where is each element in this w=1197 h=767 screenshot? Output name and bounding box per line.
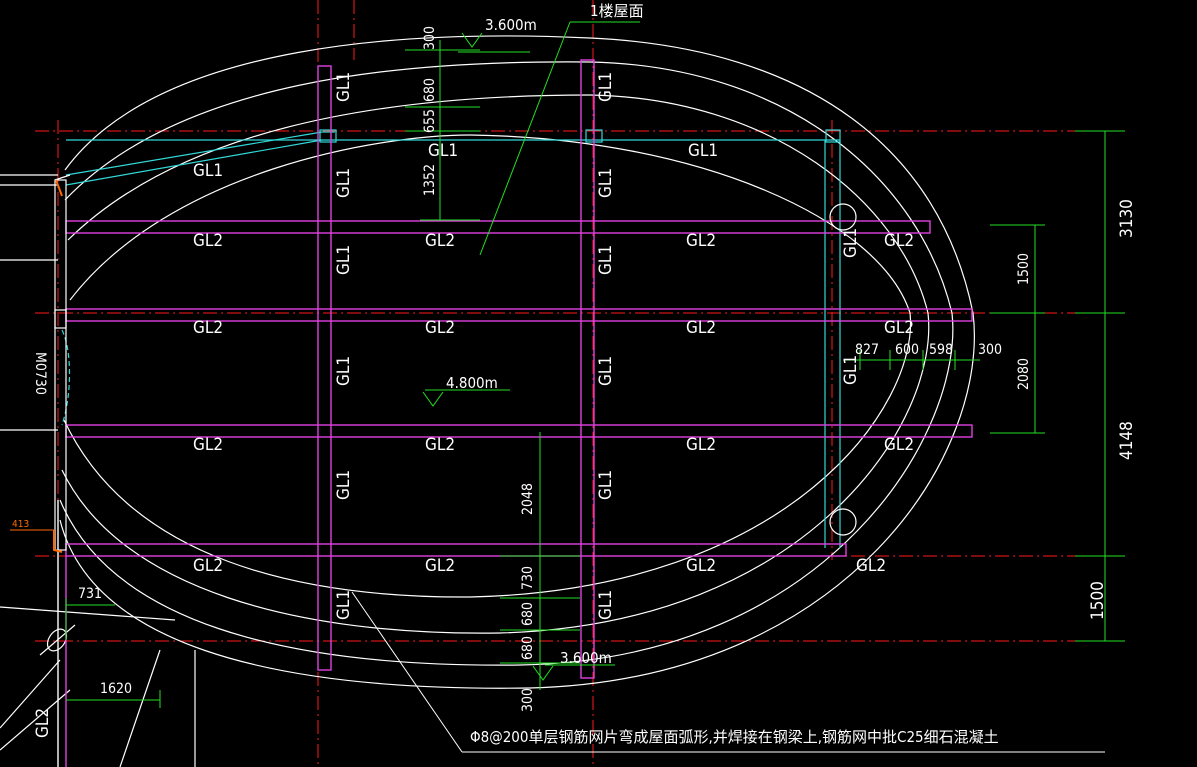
cyan-frame: [61, 129, 841, 548]
elevation-markers: [422, 32, 554, 681]
beam-label: GL2: [425, 556, 455, 576]
beam-label: GL1: [688, 141, 718, 161]
beam-label: GL1: [596, 470, 616, 500]
dim-text: 300: [520, 688, 536, 712]
dim-text: 680: [520, 636, 536, 660]
beam-label: GL2: [425, 318, 455, 338]
dim-text: 731: [78, 586, 102, 602]
dimension-lines: [65, 21, 1125, 708]
title-note: 1楼屋面: [590, 2, 644, 20]
dim-text: 655: [422, 109, 438, 133]
elevation-mid: 4.800m: [446, 374, 498, 392]
dim-text: 2080: [1016, 358, 1032, 390]
dim-text: 730: [520, 566, 536, 590]
elevation-top: 3.600m: [485, 16, 537, 34]
beam-label: GL2: [884, 231, 914, 251]
beam-label: GL1: [428, 141, 458, 161]
beam-label: GL1: [334, 245, 354, 275]
dims-right: 3130 4148 1500 1500 2080: [1016, 199, 1137, 620]
column-circles: [829, 203, 857, 536]
dim-text: 1352: [422, 164, 438, 196]
beam-label: GL1: [334, 356, 354, 386]
beam-label: GL2: [686, 231, 716, 251]
beam-label: GL1: [334, 470, 354, 500]
door-code: M0730: [32, 352, 48, 395]
dim-text: 300: [422, 26, 438, 50]
dim-text: 1500: [1016, 253, 1032, 285]
marker-code: 413: [12, 519, 29, 530]
dims-horizontal: 827 600 598 300 731 1620: [78, 342, 1002, 697]
dim-text: 3130: [1117, 199, 1137, 238]
beam-label: GL2: [193, 556, 223, 576]
beam-label: GL2: [425, 435, 455, 455]
dim-text: 4148: [1117, 421, 1137, 460]
beam-label: GL2: [193, 231, 223, 251]
beam-label: GL2: [33, 708, 53, 738]
left-wall: [54, 174, 71, 551]
beam-label: GL2: [686, 318, 716, 338]
beam-label: GL2: [884, 435, 914, 455]
dim-text: 680: [520, 602, 536, 626]
beam-label: GL2: [193, 318, 223, 338]
dims-top-vertical: 300 680 655 1352: [422, 26, 438, 196]
beam-label: GL2: [856, 556, 886, 576]
orange-markers: [10, 179, 63, 553]
beam-label: GL2: [193, 435, 223, 455]
beam-label: GL1: [193, 161, 223, 181]
dim-text: 600: [895, 342, 919, 358]
oval-outlines: [0, 35, 975, 767]
gl2-labels: GL2 GL2 GL2 GL2 GL2 GL2 GL2 GL2 GL2 GL2 …: [193, 231, 914, 576]
note-leader: [351, 591, 1105, 753]
dims-bottom-vertical: 2048 730 680 680 300: [520, 483, 536, 712]
beam-label: GL1: [841, 355, 861, 385]
beam-label: GL1: [334, 590, 354, 620]
dim-text: 300: [978, 342, 1002, 358]
gl1-vertical-labels: GL1 GL1 GL1 GL1 GL1 GL1 GL1 GL1 GL1 GL1 …: [33, 72, 861, 738]
beam-label: GL1: [596, 168, 616, 198]
beam-label: GL1: [334, 168, 354, 198]
dim-text: 827: [855, 342, 879, 358]
beam-label: GL1: [596, 590, 616, 620]
dim-text: 1500: [1088, 581, 1108, 620]
beam-label: GL1: [334, 72, 354, 102]
dim-text: 680: [422, 78, 438, 102]
gl1-labels: GL1 GL1 GL1: [193, 141, 718, 181]
beam-label: GL2: [884, 318, 914, 338]
beam-label: GL2: [686, 435, 716, 455]
elevation-bottom: 3.600m: [560, 649, 612, 667]
beam-label: GL1: [596, 356, 616, 386]
beam-label: GL1: [596, 72, 616, 102]
beam-label: GL1: [841, 228, 861, 258]
beam-label: GL1: [596, 245, 616, 275]
dim-text: 2048: [520, 483, 536, 515]
dim-text: 1620: [100, 681, 132, 697]
dim-text: 598: [929, 342, 953, 358]
beam-label: GL2: [686, 556, 716, 576]
beam-label: GL2: [425, 231, 455, 251]
rebar-note: Φ8@200单层钢筋网片弯成屋面弧形,并焊接在钢梁上,钢筋网中批C25细石混凝土: [470, 728, 999, 746]
